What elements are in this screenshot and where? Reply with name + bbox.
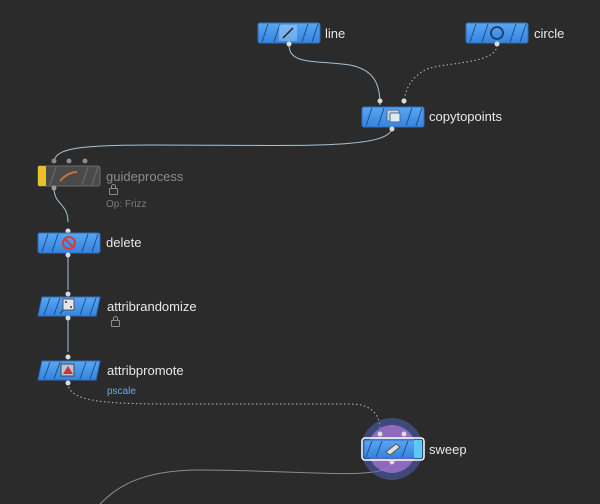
node-delete-label[interactable]: delete [106, 235, 142, 250]
output-port[interactable] [65, 380, 71, 386]
bypass-flag[interactable] [38, 166, 46, 186]
randomize-icon [59, 298, 75, 315]
node-delete[interactable] [37, 228, 101, 258]
input-port[interactable] [401, 98, 407, 104]
sweep-icon [385, 443, 401, 456]
circle-icon [490, 26, 504, 40]
wire-attribpromote-to-sweep[interactable] [67, 382, 381, 431]
wire-copytopoints-to-guideprocess[interactable] [53, 126, 393, 164]
input-port[interactable] [377, 431, 383, 437]
copy-icon [386, 109, 401, 123]
node-sweep-label[interactable]: sweep [429, 442, 467, 457]
output-port[interactable] [286, 41, 292, 47]
node-line[interactable] [257, 22, 321, 47]
node-attribrandomize[interactable] [37, 291, 101, 321]
lock-icon [111, 316, 120, 327]
node-attribpromote-label[interactable]: attribpromote [107, 363, 184, 378]
output-port[interactable] [389, 126, 395, 132]
delete-icon [62, 236, 76, 250]
input-port[interactable] [65, 291, 71, 297]
node-circle[interactable] [465, 22, 529, 47]
hair-guide-icon [59, 171, 78, 182]
node-guideprocess-subtitle: Op: Frizz [106, 199, 147, 210]
wire-circle-to-copytopoints[interactable] [403, 44, 498, 106]
output-port[interactable] [389, 459, 395, 465]
wire-sweep-output[interactable] [99, 461, 393, 504]
display-flag[interactable] [414, 440, 422, 458]
input-port[interactable] [66, 158, 72, 164]
lock-icon [109, 184, 118, 195]
input-port[interactable] [377, 98, 383, 104]
node-attribpromote-subtitle: pscale [107, 386, 136, 397]
input-port[interactable] [65, 228, 71, 234]
wire-guideprocess-to-delete[interactable] [53, 187, 69, 223]
input-port[interactable] [51, 158, 57, 164]
input-port[interactable] [82, 158, 88, 164]
input-port[interactable] [401, 431, 407, 437]
node-copytopoints[interactable] [361, 98, 425, 132]
node-guideprocess-label[interactable]: guideprocess [106, 169, 184, 184]
output-port[interactable] [65, 252, 71, 258]
node-attribpromote[interactable] [37, 354, 101, 386]
promote-icon [60, 363, 75, 377]
node-copytopoints-label[interactable]: copytopoints [429, 109, 502, 124]
node-line-label[interactable]: line [325, 26, 346, 41]
node-attribrandomize-label[interactable]: attribrandomize [107, 299, 197, 314]
wire-line-to-copytopoints[interactable] [288, 44, 381, 106]
line-icon [282, 27, 294, 39]
node-circle-label[interactable]: circle [534, 26, 565, 41]
output-port[interactable] [65, 315, 71, 321]
node-guideprocess[interactable] [37, 158, 101, 191]
node-sweep[interactable] [361, 418, 425, 480]
output-port[interactable] [494, 41, 500, 47]
input-port[interactable] [65, 354, 71, 360]
output-port[interactable] [51, 185, 57, 191]
